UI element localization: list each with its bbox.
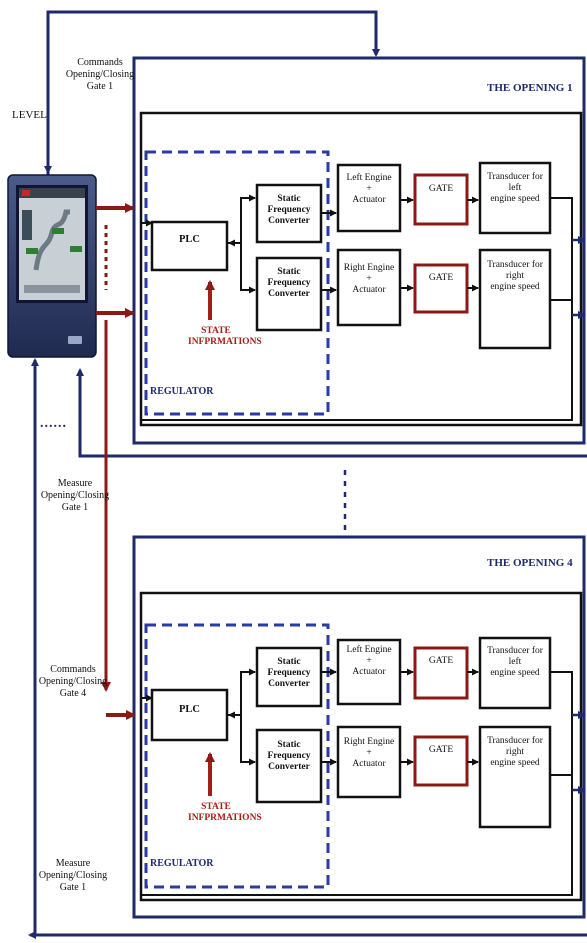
commands-gate4-line1: Commands: [50, 664, 96, 675]
opening1-plc-label: PLC: [179, 234, 200, 245]
commands-gate4-line3: Gate 4: [59, 688, 87, 699]
o4-le-l2: +: [366, 656, 372, 666]
measure-top-line1: Measure: [57, 478, 93, 489]
o4-tr-l1: Transducer for right: [487, 736, 543, 757]
opening1-transducer-right-label: Transducer for right engine speed: [480, 260, 550, 293]
commands-gate4-line2: Opening/Closing: [38, 676, 108, 687]
o1-tr-l2: engine speed: [490, 282, 540, 292]
o1-le-l1: Left Engine: [346, 173, 392, 183]
o1-sfc-bot-l1: Static Frequency: [267, 267, 311, 288]
level-label: LEVEL: [12, 109, 47, 121]
opening4-transducer-right-label: Transducer for right engine speed: [480, 736, 550, 769]
measure-bottom-line1: Measure: [55, 858, 91, 869]
opening1-left-engine-label: Left Engine + Actuator: [338, 173, 400, 206]
opening1-transducer-left-label: Transducer for left engine speed: [480, 172, 550, 205]
commands-gate1-label: Commands Opening/Closing Gate 1: [60, 57, 140, 93]
opening1-transducer-right: [478, 248, 552, 350]
o4-sfc-top-l1: Static Frequency: [267, 657, 311, 678]
opening4-sfc-top-label: Static Frequency Converter: [257, 657, 321, 690]
opening1-feedback-line: [76, 368, 587, 458]
opening4-right-engine-label: Right Engine + Actuator: [338, 737, 400, 770]
opening4-state-line2: INFPRMATIONS: [188, 813, 262, 823]
opening1-gate-bottom-label: GATE: [428, 273, 454, 283]
opening4-regulator-box: [144, 623, 330, 889]
commands-gate1-line3: Gate 1: [86, 81, 114, 92]
opening4-inner-frame: [139, 591, 583, 902]
opening1-regulator-label: REGULATOR: [150, 386, 214, 397]
opening1-regulator-box: [144, 150, 330, 416]
opening1-sfc-top-label: Static Frequency Converter: [257, 194, 321, 227]
commands-gate1-line2: Opening/Closing: [65, 69, 135, 80]
opening4-plc-label: PLC: [179, 704, 200, 715]
opening1-right-engine-label: Right Engine + Actuator: [338, 263, 400, 296]
measure-bottom-line3: Gate 1: [59, 882, 87, 893]
opening1-state-line2: INFPRMATIONS: [188, 337, 262, 347]
opening4-gate-bottom: [413, 735, 469, 787]
commands-gate4-label: Commands Opening/Closing Gate 4: [33, 664, 113, 700]
opening4-sfc-bottom-label: Static Frequency Converter: [257, 740, 321, 773]
measure-gate1-bottom-label: Measure Opening/Closing Gate 1: [33, 858, 113, 894]
opening4-sfc-top: [255, 646, 323, 708]
o4-le-l1: Left Engine: [346, 645, 392, 655]
opening4-left-engine-label: Left Engine + Actuator: [338, 645, 400, 678]
o1-tl-l1: Transducer for left: [487, 172, 543, 193]
opening1-inner-frame: [139, 111, 583, 427]
opening1-plc-block: [150, 220, 229, 272]
o4-tr-l2: engine speed: [490, 758, 540, 768]
o4-sfc-bot-l2: Converter: [268, 762, 310, 772]
opening4-state-line1: STATE: [201, 802, 231, 812]
opening4-right-engine: [336, 725, 402, 799]
o1-re-l1: Right Engine: [343, 263, 395, 273]
o4-le-l3: Actuator: [352, 667, 386, 677]
opening4-state-info: STATE INFPRMATIONS: [188, 802, 262, 824]
opening1-gate-top: [413, 173, 469, 226]
o4-tl-l2: engine speed: [490, 668, 540, 678]
opening4-title: THE OPENING 4: [487, 557, 573, 569]
o1-tr-l1: Transducer for right: [487, 260, 543, 281]
o4-re-l3: Actuator: [352, 759, 386, 769]
opening4-plc-block: [150, 688, 229, 742]
opening4-gate-top: [413, 646, 469, 700]
o1-le-l3: Actuator: [352, 195, 386, 205]
commands-gate1-line1: Commands: [77, 57, 123, 68]
measure-bottom-line2: Opening/Closing: [38, 870, 108, 881]
opening4-gate-top-label: GATE: [428, 656, 454, 666]
o4-sfc-top-l2: Converter: [268, 679, 310, 689]
hmi-panel-icon: [7, 174, 97, 358]
measure-gate1-top-label: Measure Opening/Closing Gate 1: [35, 478, 115, 514]
dots-label: ......: [40, 416, 67, 431]
opening1-left-engine: [336, 163, 402, 233]
o4-re-l2: +: [366, 748, 372, 758]
opening1-state-info: STATE INFPRMATIONS: [188, 326, 262, 348]
o1-re-l2: +: [366, 274, 372, 284]
opening4-regulator-label: REGULATOR: [150, 858, 214, 869]
o1-tl-l2: engine speed: [490, 194, 540, 204]
opening1-title: THE OPENING 1: [487, 82, 573, 94]
o4-sfc-bot-l1: Static Frequency: [267, 740, 311, 761]
o1-sfc-bot-l2: Converter: [268, 289, 310, 299]
opening4-frame: [132, 535, 586, 919]
opening1-sfc-bottom-label: Static Frequency Converter: [257, 267, 321, 300]
o4-tl-l1: Transducer for left: [487, 646, 543, 667]
opening1-sfc-bottom: [255, 256, 323, 332]
o1-sfc-top-l1: Static Frequency: [267, 194, 311, 215]
opening4-transducer-left-label: Transducer for left engine speed: [480, 646, 550, 679]
opening4-transducer-left: [478, 636, 552, 710]
opening4-gate-bottom-label: GATE: [428, 745, 454, 755]
o1-le-l2: +: [366, 184, 372, 194]
opening1-frame: [132, 56, 586, 445]
o4-re-l1: Right Engine: [343, 737, 395, 747]
opening1-state-line1: STATE: [201, 326, 231, 336]
opening1-gate-top-label: GATE: [428, 184, 454, 194]
measure-top-line3: Gate 1: [61, 502, 89, 513]
opening4-left-engine: [336, 638, 402, 706]
o1-re-l3: Actuator: [352, 285, 386, 295]
opening1-sfc-top: [255, 183, 323, 244]
opening4-transducer-right: [478, 725, 552, 829]
o1-sfc-top-l2: Converter: [268, 216, 310, 226]
opening4-sfc-bottom: [255, 728, 323, 804]
measure-top-line2: Opening/Closing: [40, 490, 110, 501]
